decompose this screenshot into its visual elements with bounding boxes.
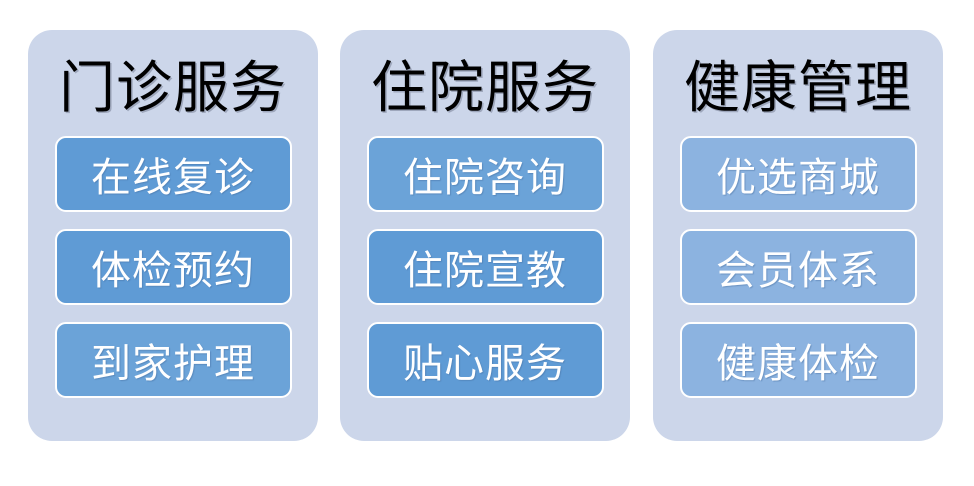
panel-title-outpatient: 门诊服务 (59, 56, 287, 121)
panel-inpatient-services: 住院服务 住院咨询 住院宣教 贴心服务 (340, 30, 630, 441)
service-button-membership-system[interactable]: 会员体系 (679, 229, 917, 305)
panel-health-management: 健康管理 优选商城 会员体系 健康体检 (653, 30, 943, 441)
service-button-preferred-mall[interactable]: 优选商城 (679, 136, 917, 212)
service-button-inpatient-education[interactable]: 住院宣教 (366, 229, 604, 305)
service-button-caring-service[interactable]: 贴心服务 (366, 322, 604, 398)
button-stack-inpatient: 住院咨询 住院宣教 贴心服务 (340, 136, 630, 398)
service-button-inpatient-consultation[interactable]: 住院咨询 (366, 136, 604, 212)
panel-title-health-management: 健康管理 (684, 56, 912, 121)
button-stack-health-management: 优选商城 会员体系 健康体检 (653, 136, 943, 398)
panel-title-inpatient: 住院服务 (371, 56, 599, 121)
panel-outpatient-services: 门诊服务 在线复诊 体检预约 到家护理 (28, 30, 318, 441)
service-button-online-followup[interactable]: 在线复诊 (54, 136, 292, 212)
service-button-home-nursing[interactable]: 到家护理 (54, 322, 292, 398)
button-stack-outpatient: 在线复诊 体检预约 到家护理 (28, 136, 318, 398)
service-button-health-checkup[interactable]: 健康体检 (679, 322, 917, 398)
service-button-checkup-appointment[interactable]: 体检预约 (54, 229, 292, 305)
